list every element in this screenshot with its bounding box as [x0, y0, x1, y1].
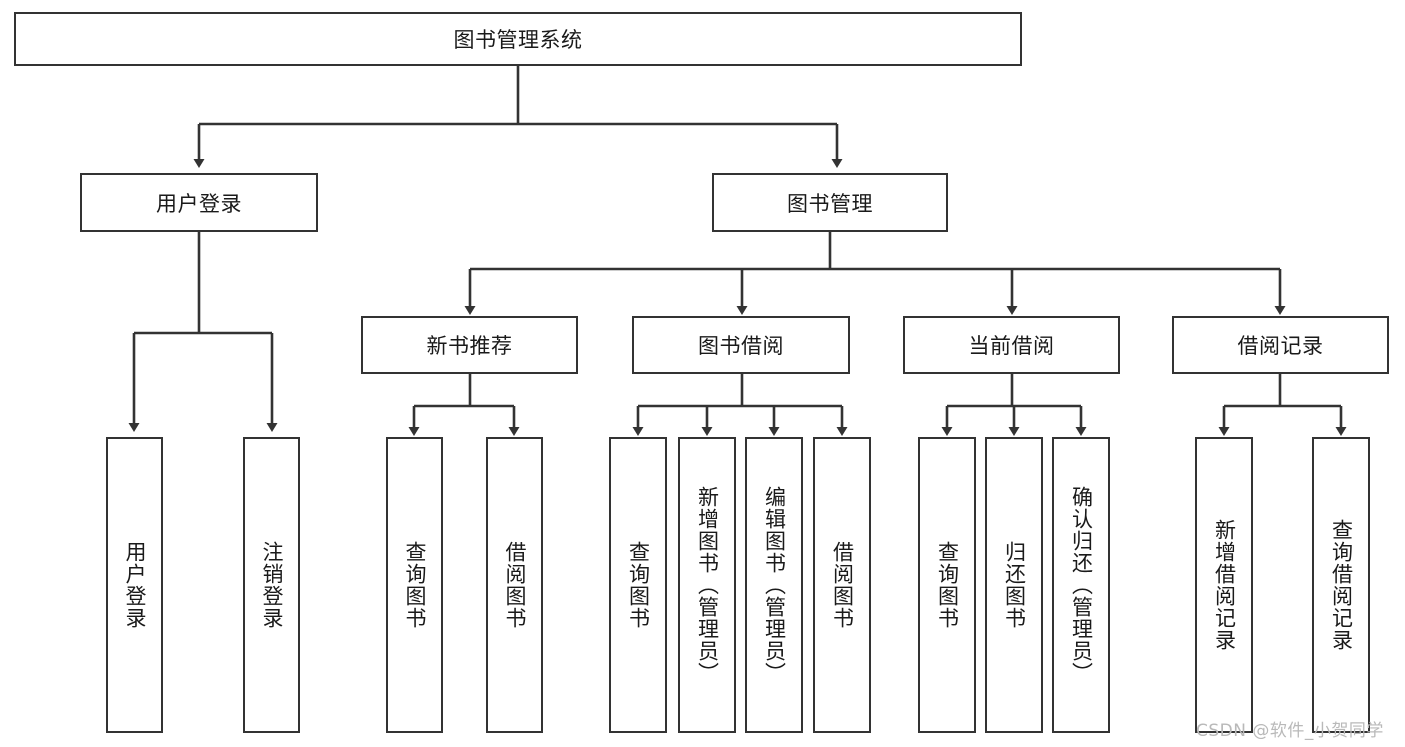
node-book-borrow-label: 图书借阅 [698, 334, 784, 358]
node-borrow-record[interactable]: 借阅记录 [1172, 316, 1389, 374]
node-user-login[interactable]: 用户登录 [80, 173, 318, 232]
node-current-borrow-label: 当前借阅 [968, 334, 1055, 358]
leaf-borrow-edit-book-label: 编辑图书（管理员） [762, 486, 787, 684]
node-book-borrow[interactable]: 图书借阅 [632, 316, 850, 374]
leaf-borrow-lend-book[interactable]: 借阅图书 [813, 437, 871, 733]
leaf-record-search[interactable]: 查询借阅记录 [1312, 437, 1370, 733]
leaf-user-login-label: 用户登录 [122, 541, 147, 629]
node-root-label: 图书管理系统 [453, 28, 583, 52]
leaf-logout-label: 注销登录 [259, 541, 284, 629]
leaf-logout[interactable]: 注销登录 [243, 437, 300, 733]
node-current-borrow[interactable]: 当前借阅 [903, 316, 1120, 374]
leaf-current-confirm-return-label: 确认归还（管理员） [1069, 486, 1094, 684]
leaf-borrow-add-book-label: 新增图书（管理员） [695, 486, 720, 684]
node-new-book-recommend[interactable]: 新书推荐 [361, 316, 578, 374]
leaf-borrow-edit-book[interactable]: 编辑图书（管理员） [745, 437, 803, 733]
leaf-record-search-label: 查询借阅记录 [1329, 519, 1354, 651]
leaf-current-query-book[interactable]: 查询图书 [918, 437, 976, 733]
leaf-recommend-borrow-book-label: 借阅图书 [502, 541, 527, 629]
leaf-borrow-query-book-label: 查询图书 [626, 541, 651, 629]
node-book-manage-label: 图书管理 [787, 191, 873, 216]
leaf-borrow-query-book[interactable]: 查询图书 [609, 437, 667, 733]
csdn-watermark: CSDN @软件_小贺同学 [1196, 721, 1384, 741]
leaf-recommend-query-book[interactable]: 查询图书 [386, 437, 443, 733]
node-new-book-recommend-label: 新书推荐 [426, 334, 513, 358]
leaf-borrow-lend-book-label: 借阅图书 [830, 541, 855, 629]
leaf-current-return-book[interactable]: 归还图书 [985, 437, 1043, 733]
leaf-user-login[interactable]: 用户登录 [106, 437, 163, 733]
node-book-manage[interactable]: 图书管理 [712, 173, 948, 232]
node-root[interactable]: 图书管理系统 [14, 12, 1022, 66]
leaf-current-return-book-label: 归还图书 [1002, 541, 1027, 629]
leaf-record-add[interactable]: 新增借阅记录 [1195, 437, 1253, 733]
leaf-current-query-book-label: 查询图书 [935, 541, 960, 629]
node-borrow-record-label: 借阅记录 [1237, 334, 1324, 358]
leaf-current-confirm-return[interactable]: 确认归还（管理员） [1052, 437, 1110, 733]
leaf-record-add-label: 新增借阅记录 [1212, 519, 1237, 651]
node-user-login-label: 用户登录 [156, 191, 242, 216]
leaf-recommend-borrow-book[interactable]: 借阅图书 [486, 437, 543, 733]
leaf-borrow-add-book[interactable]: 新增图书（管理员） [678, 437, 736, 733]
leaf-recommend-query-book-label: 查询图书 [402, 541, 427, 629]
